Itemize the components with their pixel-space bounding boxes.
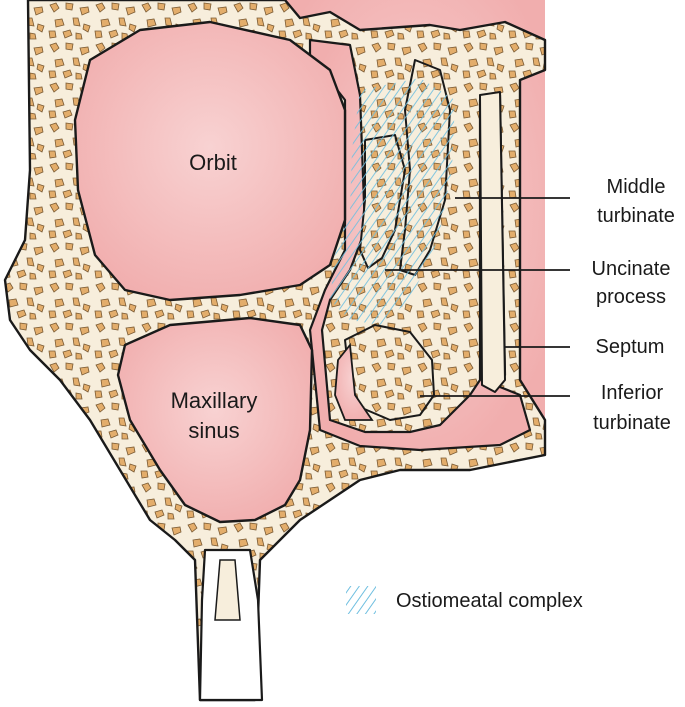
tooth-pulp [214, 559, 241, 621]
legend-hatch-swatch [346, 586, 376, 614]
orbit-cavity [73, 20, 347, 302]
tooth-root [198, 548, 264, 702]
inferior-turbinate-label-line2: turbinate [593, 412, 671, 434]
maxillary-sinus-label-line2: sinus [188, 418, 239, 443]
maxillary-sinus-cavity [116, 316, 314, 524]
uncinate-process-label-line1: Uncinate [592, 258, 671, 280]
ostiomeatal-complex-region [330, 78, 455, 325]
inferior-turbinate-label-line1: Inferior [601, 382, 664, 404]
uncinate-process-label-line2: process [596, 286, 666, 308]
middle-turbinate-label-line2: turbinate [597, 205, 675, 227]
legend-label: Ostiomeatal complex [396, 590, 583, 612]
middle-turbinate-label-line1: Middle [607, 176, 666, 198]
orbit-label: Orbit [189, 150, 237, 175]
maxillary-sinus-label-line1: Maxillary [171, 388, 258, 413]
septum-label: Septum [596, 336, 665, 358]
inferior-turbinate-channel [334, 342, 374, 421]
septum-wall [479, 91, 506, 393]
